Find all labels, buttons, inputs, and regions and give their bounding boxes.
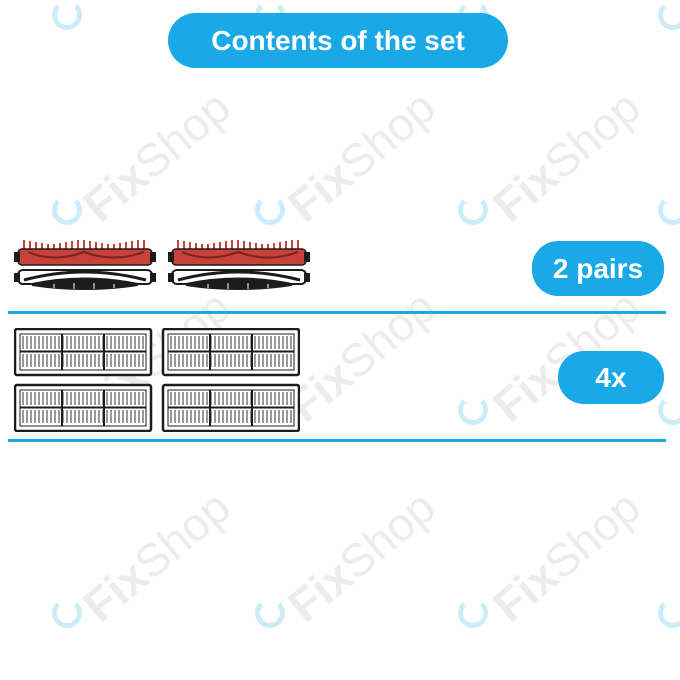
roller-brush-icon bbox=[14, 238, 312, 292]
watermark-logo: FixShop bbox=[483, 480, 650, 632]
watermark-refresh-icon bbox=[52, 0, 82, 30]
watermark-refresh-icon bbox=[255, 598, 285, 628]
hepa-filter-icon bbox=[14, 328, 300, 432]
watermark-refresh-icon bbox=[658, 395, 680, 425]
watermark-refresh-icon bbox=[255, 195, 285, 225]
watermark-refresh-icon bbox=[658, 598, 680, 628]
watermark-logo: FixShop bbox=[73, 80, 240, 232]
watermark-logo: FixShop bbox=[278, 80, 445, 232]
watermark-refresh-icon bbox=[458, 598, 488, 628]
brush-quantity-badge: 2 pairs bbox=[532, 241, 664, 296]
divider bbox=[8, 311, 666, 314]
watermark-refresh-icon bbox=[458, 395, 488, 425]
watermark-refresh-icon bbox=[52, 195, 82, 225]
watermark-refresh-icon bbox=[52, 598, 82, 628]
watermark-logo: FixShop bbox=[483, 80, 650, 232]
watermark-logo: FixShop bbox=[73, 480, 240, 632]
watermark-logo: FixShop bbox=[278, 280, 445, 432]
watermark-refresh-icon bbox=[458, 195, 488, 225]
watermark-refresh-icon bbox=[658, 195, 680, 225]
divider bbox=[8, 439, 666, 442]
watermark-refresh-icon bbox=[658, 0, 680, 30]
page-title: Contents of the set bbox=[168, 13, 508, 68]
filter-quantity-badge: 4x bbox=[558, 351, 664, 404]
watermark-logo: FixShop bbox=[278, 480, 445, 632]
